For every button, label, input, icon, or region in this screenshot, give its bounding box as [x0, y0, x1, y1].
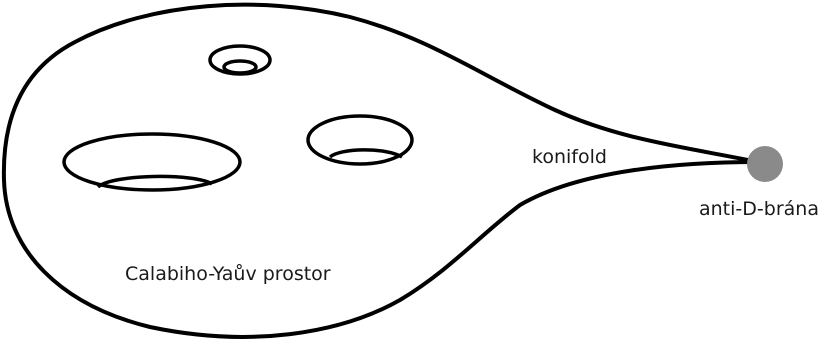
- hole-small: [210, 46, 270, 74]
- label-calabi-yau-space: Calabiho-Yaův prostor: [125, 263, 331, 285]
- calabi-yau-outline: [4, 5, 758, 337]
- label-anti-d-brane: anti-D-brána: [699, 198, 819, 220]
- hole-medium: [308, 116, 412, 164]
- label-conifold: konifold: [532, 146, 607, 168]
- anti-d-brane-dot: [747, 146, 783, 182]
- hole-large: [64, 134, 240, 190]
